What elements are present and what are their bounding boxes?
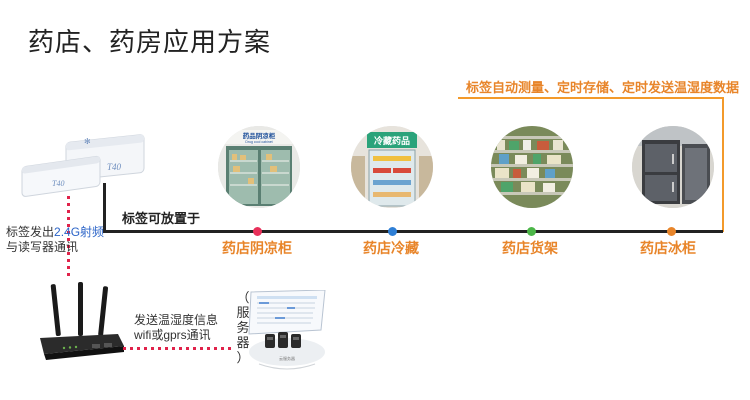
tag-note: 标签发出2.4G射频 与读写器通讯 — [6, 225, 104, 255]
router-illustration — [34, 282, 126, 364]
server-illustration: 云服务器 — [247, 289, 327, 374]
rf-link-dotted-line — [67, 196, 70, 280]
timeline-vertical — [103, 183, 106, 233]
photo-cool-cabinet: 药品阴凉柜 Drug cool cabinet — [218, 126, 300, 208]
send-note-line2: wifi或gprs通讯 — [134, 328, 211, 342]
cabinet-sign-2: 冷藏药品 — [374, 135, 410, 146]
server-label-text: （服务器） — [236, 290, 250, 365]
location-label-refrigerated: 药店冷藏 — [363, 240, 419, 256]
bracket-top-line — [458, 97, 724, 99]
photo-freezer — [632, 126, 714, 208]
send-note: 发送温湿度信息 wifi或gprs通讯 — [134, 313, 218, 343]
bracket-side-line — [722, 97, 724, 232]
location-label-cool-cabinet: 药店阴凉柜 — [222, 240, 292, 256]
tag-note-line2: 与读写器通讯 — [6, 240, 79, 254]
tag-model-bottom: T40 — [52, 179, 64, 188]
tag-note-highlight: 2.4G射频 — [54, 225, 105, 239]
server-device-caption: 云服务器 — [279, 355, 295, 361]
server-label: （服务器） — [232, 290, 254, 365]
timeline-dot-freezer — [667, 227, 676, 236]
location-label-freezer: 药店冰柜 — [640, 240, 696, 256]
cabinet-sign-1: 药品阴凉柜 — [243, 131, 276, 140]
photo-shelf — [491, 126, 573, 208]
tag-note-prefix: 标签发出 — [6, 225, 55, 239]
tag-model-top: T40 — [107, 162, 122, 172]
page-title: 药店、药房应用方案 — [28, 27, 272, 57]
tag-device-illustration: T40 ✻ T40 — [14, 128, 154, 198]
location-label-shelf: 药店货架 — [502, 240, 558, 256]
snowflake-icon: ✻ — [84, 137, 91, 146]
timeline-dot-cool-cabinet — [253, 227, 262, 236]
cabinet-sign-1-en: Drug cool cabinet — [245, 140, 272, 144]
timeline-label: 标签可放置于 — [122, 211, 201, 226]
header-note: 标签自动测量、定时存储、定时发送温湿度数据 — [466, 80, 740, 95]
send-note-line1: 发送温湿度信息 — [134, 313, 219, 327]
network-link-dotted-line — [123, 347, 233, 350]
antenna-icon — [50, 282, 109, 337]
photo-refrigerated: 冷藏药品 — [351, 126, 433, 208]
timeline-horizontal — [103, 230, 723, 233]
timeline-dot-shelf — [527, 227, 536, 236]
timeline-dot-refrigerated — [388, 227, 397, 236]
